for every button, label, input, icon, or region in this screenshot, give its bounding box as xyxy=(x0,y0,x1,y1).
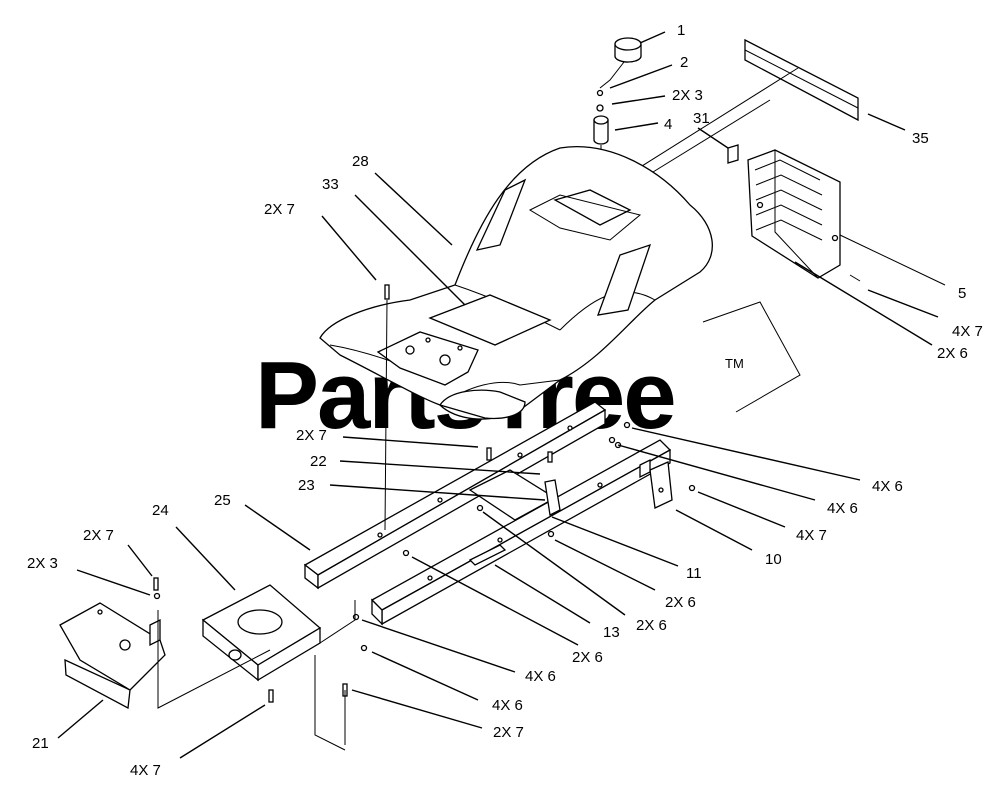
part-13-right-rail xyxy=(370,439,672,626)
outline-guide-2 xyxy=(314,655,346,751)
callout-4x7-mid: 4X 7 xyxy=(796,527,827,544)
outline-sheet xyxy=(702,301,801,413)
outline-guide-3 xyxy=(157,610,271,709)
callout-4x7-right: 4X 7 xyxy=(952,323,983,340)
callout-2x3-left: 2X 3 xyxy=(27,555,58,572)
part-10-bracket xyxy=(639,458,673,509)
part-24-plate xyxy=(201,584,322,682)
callout-11: 11 xyxy=(686,565,702,582)
callout-25: 25 xyxy=(214,492,231,509)
callout-2: 2 xyxy=(680,54,688,71)
part-21-hitch-bracket xyxy=(59,602,166,710)
callout-2x6-c: 2X 6 xyxy=(572,649,603,666)
callout-3: 2X 3 xyxy=(672,87,703,104)
callout-2x7-mid: 2X 7 xyxy=(296,427,327,444)
callout-labels: 1 2 2X 3 4 31 35 28 33 2X 7 5 4X 7 2X 6 … xyxy=(27,22,983,779)
watermark-trademark: TM xyxy=(725,356,744,371)
callout-2x6-right: 2X 6 xyxy=(937,345,968,362)
callout-4: 4 xyxy=(664,116,672,133)
callout-33: 33 xyxy=(322,176,339,193)
callout-4x6-b: 4X 6 xyxy=(827,500,858,517)
assembly-line xyxy=(384,299,388,531)
part-35-bar xyxy=(625,38,859,181)
callout-4x6-d: 4X 6 xyxy=(492,697,523,714)
part-5-rear-bracket xyxy=(727,144,861,282)
part-1-knob-assembly xyxy=(593,37,642,185)
part-25-left-rail xyxy=(303,401,607,590)
callout-28: 28 xyxy=(352,153,369,170)
callout-1: 1 xyxy=(677,22,685,39)
callout-2x6-a: 2X 6 xyxy=(665,594,696,611)
callout-2x7-bottom: 2X 7 xyxy=(493,724,524,741)
callout-31: 31 xyxy=(693,110,710,127)
callout-4x6-c: 4X 6 xyxy=(525,668,556,685)
callout-5: 5 xyxy=(958,285,966,302)
callout-2x6-b: 2X 6 xyxy=(636,617,667,634)
callout-24: 24 xyxy=(152,502,169,519)
callout-35: 35 xyxy=(912,130,929,147)
part-28-seat-pan xyxy=(319,146,713,420)
callout-10: 10 xyxy=(765,551,782,568)
callout-2x7-left: 2X 7 xyxy=(83,527,114,544)
outline-guide-1 xyxy=(319,600,356,644)
leader-lines xyxy=(57,31,939,759)
callout-23: 23 xyxy=(298,477,315,494)
outline-line xyxy=(839,234,946,286)
callout-21: 21 xyxy=(32,735,49,752)
part-11-cross-member xyxy=(468,469,561,521)
callout-22: 22 xyxy=(310,453,327,470)
callout-4x6-a: 4X 6 xyxy=(872,478,903,495)
callout-13: 13 xyxy=(603,624,620,641)
callout-4x7-bottom: 4X 7 xyxy=(130,762,161,779)
callout-2x7-top: 2X 7 xyxy=(264,201,295,218)
